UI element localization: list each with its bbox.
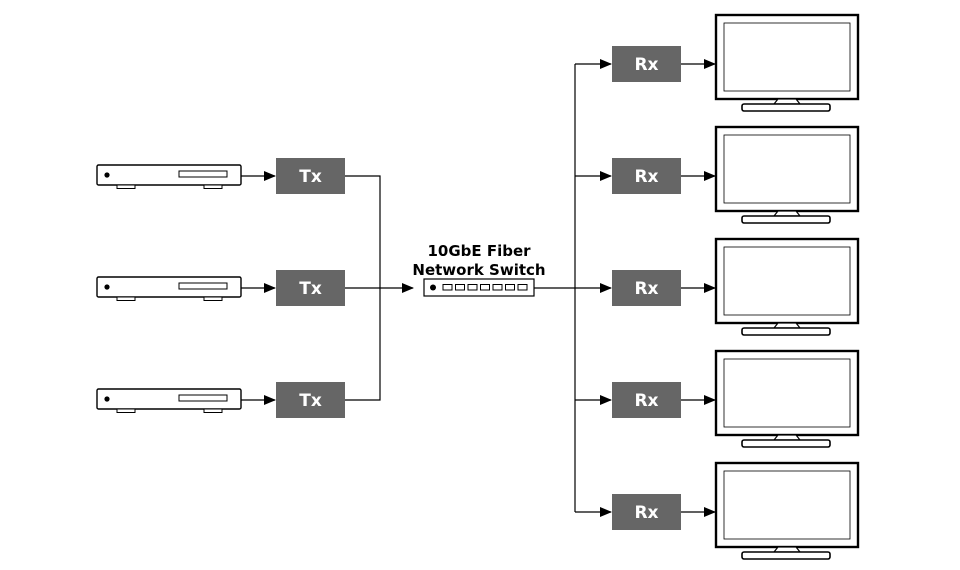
tx-label: Tx	[299, 391, 322, 411]
tx-box	[276, 382, 345, 418]
media-player-icon	[96, 276, 242, 301]
display-row: Rx	[575, 237, 860, 336]
monitor-icon	[714, 125, 860, 224]
rx-label: Rx	[634, 279, 658, 299]
rx-label: Rx	[634, 55, 658, 75]
rx-box	[612, 270, 681, 306]
tx-label: Tx	[299, 167, 322, 187]
rx-box	[612, 46, 681, 82]
switch-port	[480, 284, 490, 291]
display-row: Rx	[575, 461, 860, 560]
display-row: Rx	[575, 125, 860, 224]
switch-port	[505, 284, 515, 291]
source-row: Tx	[96, 270, 345, 306]
switch-label-line2: Network Switch	[412, 261, 545, 279]
display-row: Rx	[575, 349, 860, 448]
rx-box	[612, 382, 681, 418]
tx-box	[276, 270, 345, 306]
monitor-icon	[714, 237, 860, 336]
source-row: Tx	[96, 382, 345, 418]
switch-port	[517, 284, 528, 291]
monitor-icon	[714, 349, 860, 448]
tx-box	[276, 158, 345, 194]
rx-label: Rx	[634, 503, 658, 523]
rx-box	[612, 494, 681, 530]
monitor-icon	[714, 461, 860, 560]
network-switch: 10GbE Fiber Network Switch	[412, 242, 546, 297]
switch-port	[467, 284, 478, 291]
media-player-icon	[96, 388, 242, 413]
switch-label-line1: 10GbE Fiber	[427, 242, 531, 260]
tx-label: Tx	[299, 279, 322, 299]
source-row: Tx	[96, 158, 345, 194]
rx-label: Rx	[634, 167, 658, 187]
network-switch-icon	[423, 278, 535, 297]
switch-port	[492, 284, 503, 291]
display-row: Rx	[575, 13, 860, 112]
media-player-icon	[96, 164, 242, 189]
switch-port	[455, 284, 465, 291]
monitor-icon	[714, 13, 860, 112]
rx-label: Rx	[634, 391, 658, 411]
switch-port	[442, 284, 453, 291]
rx-box	[612, 158, 681, 194]
